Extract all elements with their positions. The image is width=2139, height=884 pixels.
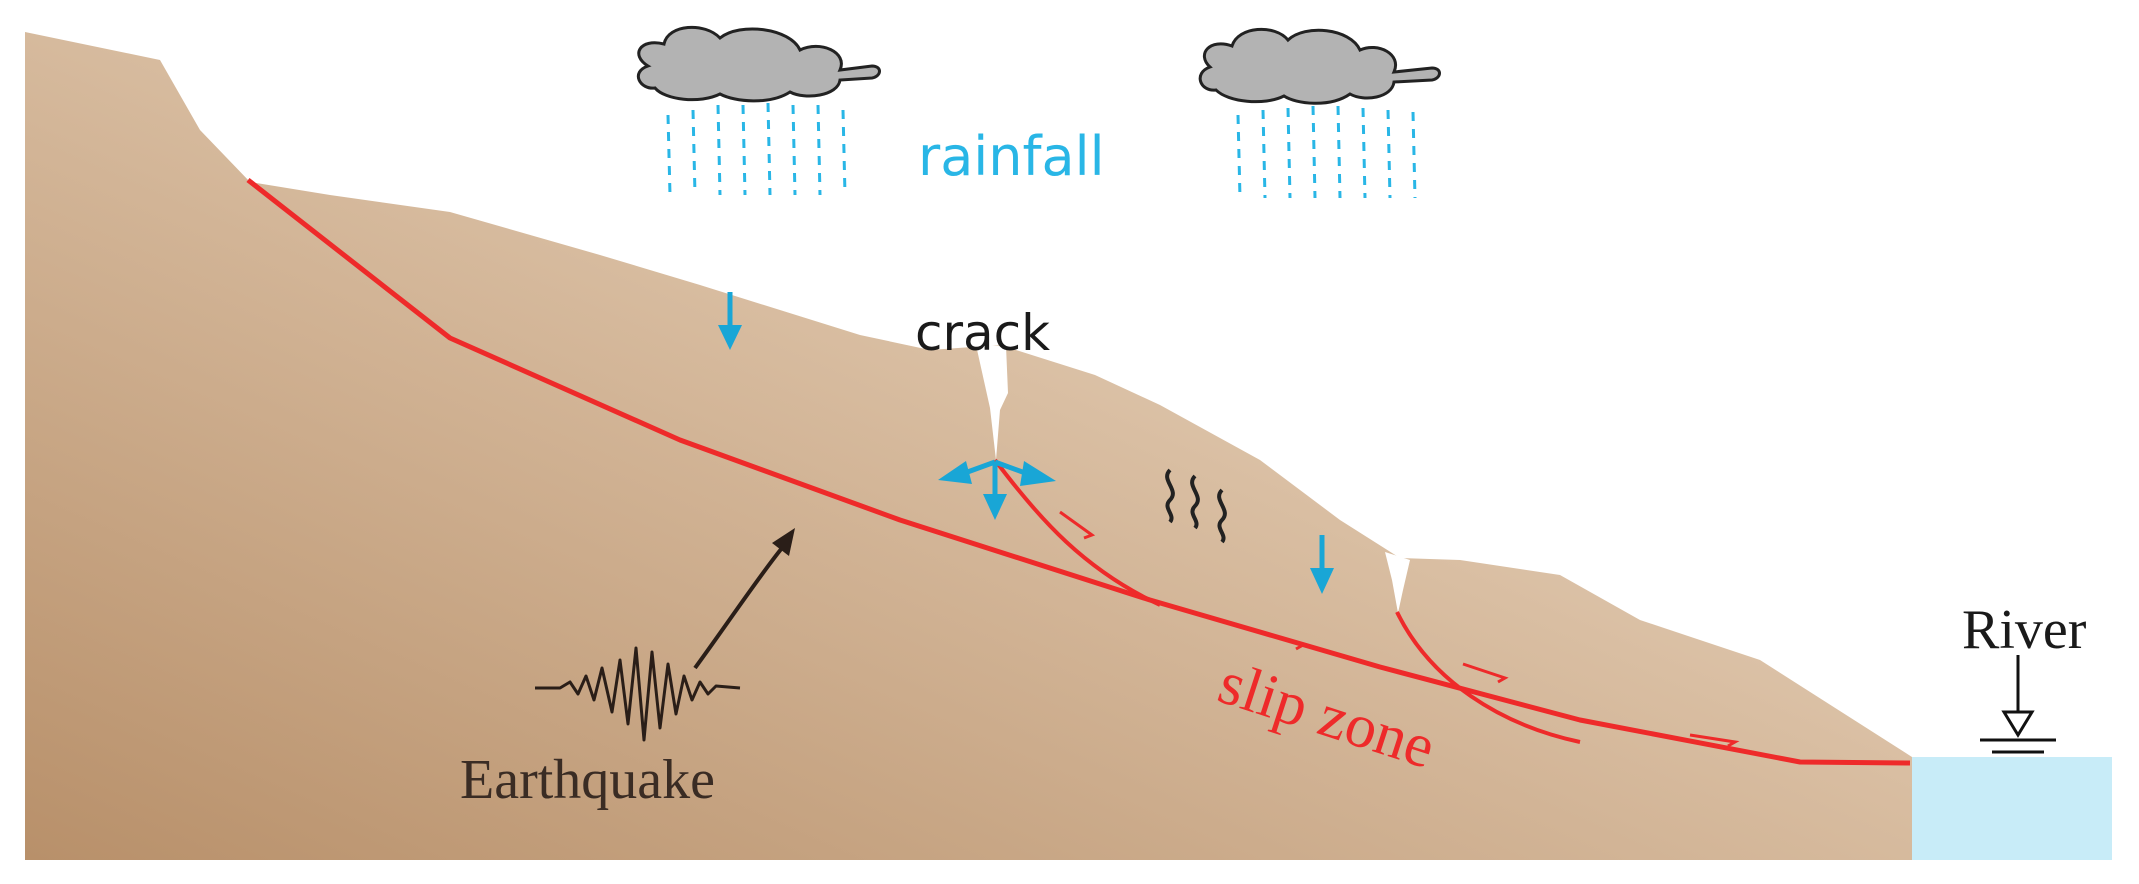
secondary-slip-surface-2 bbox=[1395, 611, 1581, 744]
vapor-lines-icon bbox=[1165, 468, 1227, 544]
cloud-right-icon bbox=[1198, 27, 1441, 105]
earthquake-arrowhead-icon bbox=[772, 528, 795, 556]
slope-soil bbox=[25, 32, 1912, 860]
rain-left bbox=[666, 102, 847, 196]
river-label: River bbox=[1962, 599, 2087, 661]
crack-seepage-arrows-icon bbox=[938, 459, 1056, 520]
river-water bbox=[1912, 757, 2112, 860]
water-level-icon bbox=[1980, 655, 2056, 754]
crack-notch-main bbox=[976, 345, 1008, 460]
seismic-wave-icon bbox=[535, 646, 741, 742]
infiltration-arrow-right-icon bbox=[1310, 535, 1334, 594]
infiltration-arrow-left-icon bbox=[718, 292, 742, 350]
slip-direction-arrows bbox=[1059, 510, 1740, 748]
secondary-slip-surface-1 bbox=[993, 458, 1161, 607]
crack-notch-lower bbox=[1385, 552, 1410, 613]
rainfall-label: rainfall bbox=[918, 125, 1105, 188]
cloud-left-icon bbox=[636, 25, 881, 103]
earthquake-label: Earthquake bbox=[460, 749, 715, 811]
crack-label: crack bbox=[915, 304, 1050, 362]
earthquake-arrow bbox=[693, 546, 784, 670]
rain-right bbox=[1236, 105, 1417, 199]
